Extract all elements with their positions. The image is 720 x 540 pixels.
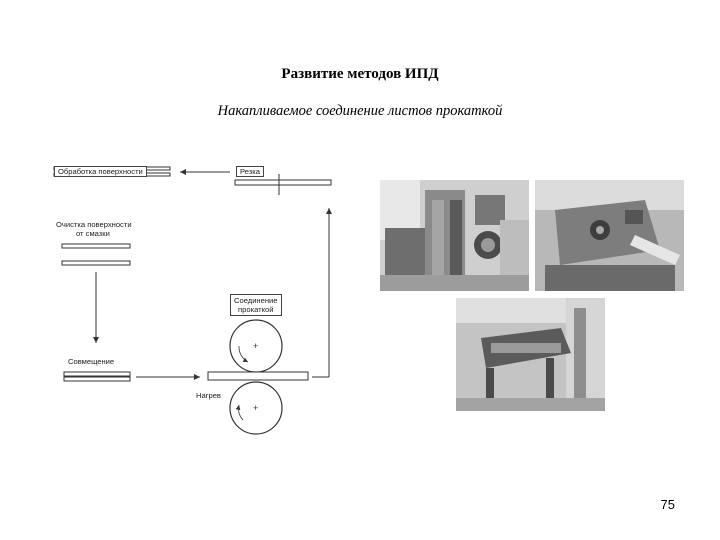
cutting-plate	[234, 179, 332, 186]
degreasing-label-line1: Очистка поверхности	[56, 220, 132, 229]
lower-roll	[229, 381, 283, 435]
rolling-mill-photo	[380, 180, 529, 291]
roll-bonding-label-line1: Соединение	[234, 296, 278, 305]
roll-bonding-label-line2: прокаткой	[238, 305, 274, 314]
roll-bonding-label-box: Соединение прокаткой	[230, 294, 282, 316]
sheet-plate	[61, 243, 131, 249]
stacked-sheet	[63, 371, 131, 377]
degreasing-label-line2: от смазки	[76, 229, 110, 238]
svg-text:+: +	[253, 341, 258, 351]
svg-text:+: +	[253, 403, 258, 413]
arb-process-diagram: + + Обработка поверхности Резка Очистка …	[40, 150, 360, 450]
surface-treatment-label: Обработка поверхности	[54, 166, 147, 177]
heating-label: Нагрев	[196, 391, 221, 400]
surface-brushing-machine-photo	[456, 298, 605, 411]
slide-subtitle: Накапливаемое соединение листов прокатко…	[217, 103, 503, 119]
cutting-label: Резка	[236, 166, 264, 177]
page-number: 75	[660, 497, 675, 512]
sheet-plate	[61, 260, 131, 266]
cutting-machine-photo	[535, 180, 684, 291]
stacked-sheet	[63, 376, 131, 382]
process-flow-lines: + +	[53, 166, 332, 435]
stacking-label: Совмещение	[68, 357, 115, 366]
slide-title: Развитие методов ИПД	[281, 66, 439, 82]
rolled-sheet	[207, 371, 309, 381]
